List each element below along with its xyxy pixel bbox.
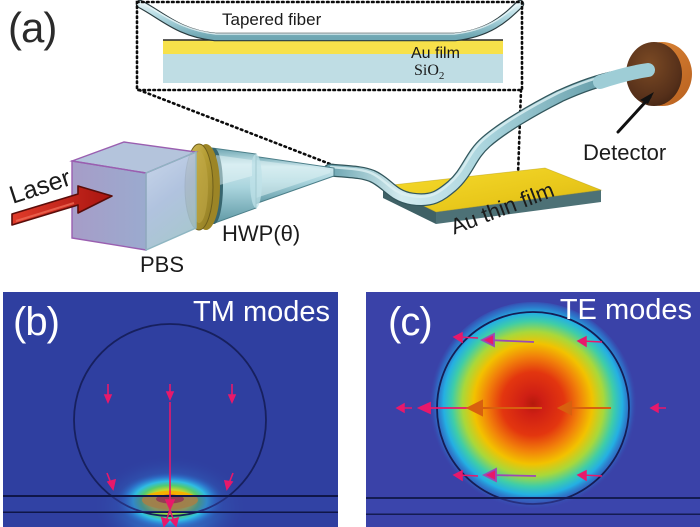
- detector-face: [626, 42, 682, 106]
- label-sio2-main: SiO: [414, 62, 439, 79]
- panel-b-fiber-circle: [73, 323, 267, 517]
- fiber-path-group: [323, 70, 623, 207]
- inset-sio2-layer: [163, 53, 503, 83]
- barrel-highlight: [216, 155, 252, 186]
- laser-arrow: [11, 185, 113, 226]
- inset-tapered-fiber: [136, 0, 524, 41]
- label-au-film: Au film: [411, 45, 460, 62]
- laser-arrow-highlight: [15, 202, 75, 222]
- taper-highlight: [256, 160, 330, 198]
- panel-c-field-map: [366, 292, 700, 527]
- pbs-cube: [69, 141, 199, 252]
- pbs-front-edge: [145, 150, 197, 252]
- label-sio2: SiO2: [414, 62, 444, 82]
- pbs-front-face: [146, 152, 196, 250]
- detector-assembly: [593, 42, 692, 134]
- panel-b-tag: (b): [13, 300, 60, 344]
- label-pbs: PBS: [140, 252, 185, 277]
- panel-a-tag: (a): [8, 4, 57, 51]
- panel-b-field-arrows: [103, 384, 237, 527]
- label-sio2-subscript: 2: [438, 70, 445, 83]
- panel-c-au-layer-band: [366, 499, 700, 514]
- panel-b-title: TM modes: [193, 296, 330, 328]
- label-hwp: HWP(θ): [222, 221, 301, 246]
- connector-right: [516, 88, 523, 177]
- substrate-front-face: [436, 190, 601, 224]
- inset-dotted-frame: [135, 0, 524, 92]
- detector-pointer-head: [640, 92, 654, 104]
- label-tapered-fiber: Tapered fiber: [222, 10, 322, 29]
- barrel-front-face: [250, 154, 262, 208]
- fiber-path: [324, 71, 622, 205]
- fiber-highlight: [329, 72, 616, 198]
- panel-c-te-modes: (c) TE modes: [366, 292, 700, 527]
- panel-c-field-arrows: [395, 331, 666, 483]
- inset-au-film-layer: [163, 40, 503, 54]
- panel-c-title: TE modes: [559, 294, 692, 326]
- label-detector: Detector: [583, 140, 667, 165]
- pbs-left-face: [72, 161, 146, 250]
- inset-fiber-highlight: [141, 2, 520, 35]
- detector-pointer-line: [616, 95, 652, 134]
- panel-c-tag: (c): [388, 300, 433, 344]
- panel-b-tm-modes: (b) TM modes: [3, 292, 338, 527]
- detector-fiber-tip: [593, 63, 655, 89]
- panel-b-field-map: [3, 292, 338, 527]
- inset-box-group: [135, 0, 525, 92]
- fiber-taper-cone: [251, 155, 335, 206]
